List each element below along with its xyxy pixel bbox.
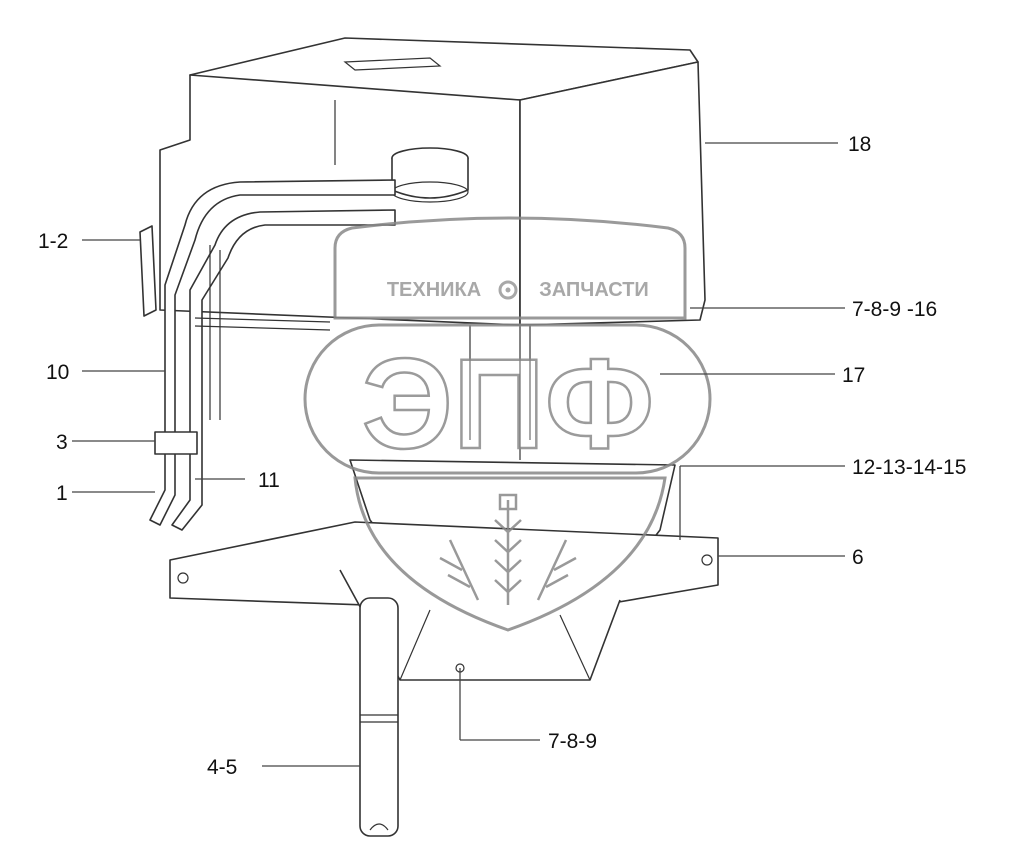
callout-11: 11: [258, 469, 280, 492]
wheat-emblem: [439, 493, 577, 605]
watermark-big-letters: ЭПФ: [362, 333, 654, 476]
callout-1-2: 1-2: [38, 230, 68, 253]
pipes: [139, 179, 531, 837]
mounting-plate: [169, 459, 719, 681]
tank: [159, 37, 706, 326]
leader-lines: [72, 142, 845, 767]
callout-18: 18: [848, 133, 871, 156]
callout-4-5: 4-5: [207, 756, 237, 779]
callout-12-13-14-15: 12-13-14-15: [852, 456, 966, 479]
callout-7-8-9: 7-8-9: [548, 730, 597, 753]
callout-7-8-9-16: 7-8-9 -16: [852, 298, 937, 321]
callout-1: 1: [56, 482, 68, 505]
callout-labels: 18 1-2 7-8-9 -16 10 17 3 12-13-14-15 11 …: [38, 133, 966, 779]
watermark-right-word: ЗАПЧАСТИ: [539, 279, 649, 301]
callout-10: 10: [46, 361, 69, 384]
watermark: ТЕХНИКА ЗАПЧАСТИ ЭПФ: [303, 216, 712, 632]
callout-17: 17: [842, 364, 865, 387]
watermark-left-word: ТЕХНИКА: [387, 279, 481, 301]
callout-3: 3: [56, 431, 68, 454]
callout-6: 6: [852, 546, 864, 569]
gear-icon: [498, 280, 518, 300]
